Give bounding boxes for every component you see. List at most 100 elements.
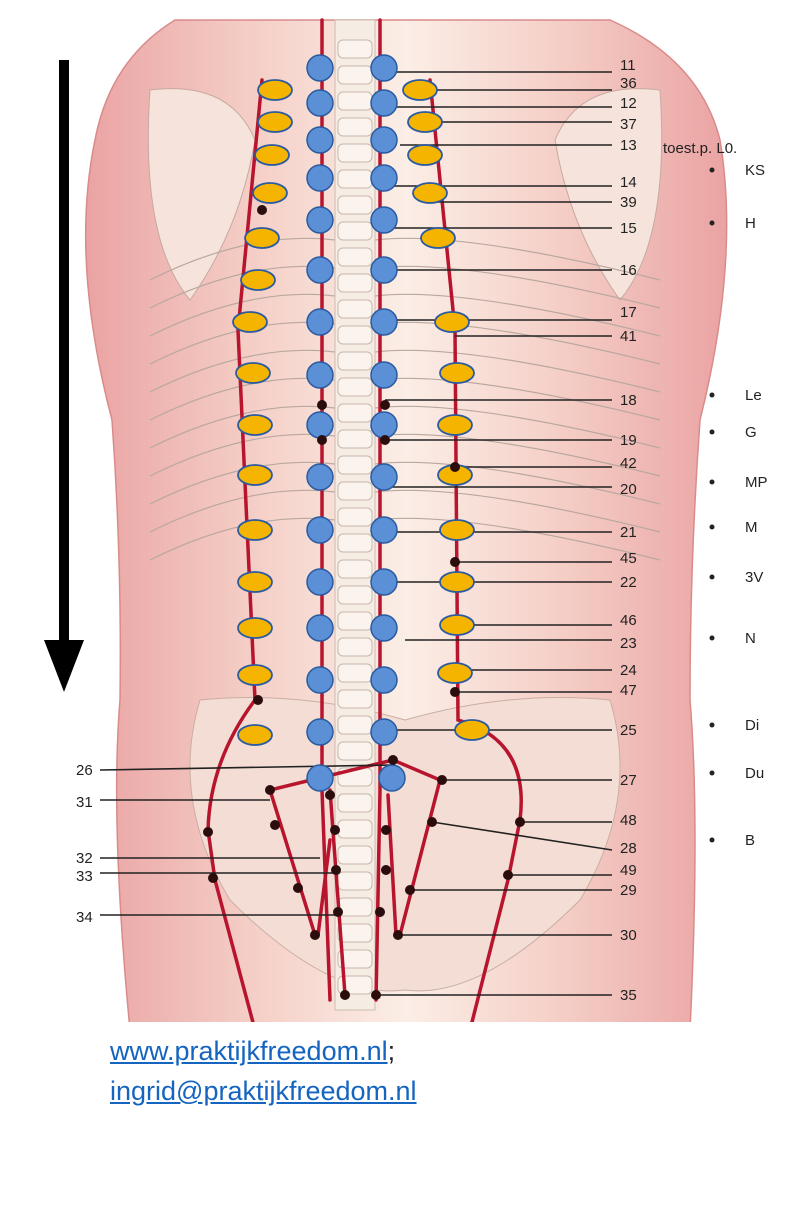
vertebra — [338, 92, 372, 110]
black-point — [265, 785, 275, 795]
black-point — [310, 930, 320, 940]
blue-point — [371, 719, 397, 745]
vertebra — [338, 456, 372, 474]
black-point — [405, 885, 415, 895]
point-label-right: 35 — [620, 987, 637, 1004]
vertebra — [338, 846, 372, 864]
legend-header: toest.p. L0. — [663, 140, 737, 157]
yellow-point — [255, 145, 289, 165]
black-point — [340, 990, 350, 1000]
legend-item: KS — [745, 162, 765, 179]
vertebra — [338, 404, 372, 422]
blue-point — [307, 667, 333, 693]
black-point — [371, 990, 381, 1000]
yellow-point — [258, 80, 292, 100]
legend-bullet — [710, 430, 715, 435]
yellow-point — [238, 520, 272, 540]
black-point — [330, 825, 340, 835]
yellow-point — [440, 520, 474, 540]
blue-point — [307, 207, 333, 233]
blue-point — [371, 55, 397, 81]
black-point — [450, 462, 460, 472]
legend-item: Le — [745, 387, 762, 404]
vertebra — [338, 352, 372, 370]
blue-point — [371, 667, 397, 693]
vertebra — [338, 690, 372, 708]
blue-point — [307, 464, 333, 490]
black-point — [375, 907, 385, 917]
yellow-point — [253, 183, 287, 203]
point-label-right: 23 — [620, 635, 637, 652]
blue-point — [371, 412, 397, 438]
yellow-point — [421, 228, 455, 248]
point-label-right: 12 — [620, 95, 637, 112]
blue-point — [371, 257, 397, 283]
point-label-right: 37 — [620, 116, 637, 133]
yellow-point — [408, 145, 442, 165]
vertebra — [338, 144, 372, 162]
blue-point — [371, 464, 397, 490]
vertebra — [338, 430, 372, 448]
blue-point — [307, 257, 333, 283]
vertebra — [338, 924, 372, 942]
black-point — [208, 873, 218, 883]
black-point — [257, 205, 267, 215]
blue-point — [371, 127, 397, 153]
blue-point — [307, 569, 333, 595]
vertebra — [338, 638, 372, 656]
yellow-point — [241, 270, 275, 290]
blue-point — [307, 517, 333, 543]
yellow-point — [403, 80, 437, 100]
vertebrae — [338, 40, 372, 994]
point-label-right: 11 — [620, 57, 636, 74]
point-label-right: 41 — [620, 328, 637, 345]
legend-bullet — [710, 575, 715, 580]
legend-item: B — [745, 832, 755, 849]
legend-bullet — [710, 771, 715, 776]
blue-point — [371, 362, 397, 388]
point-label-right: 36 — [620, 75, 637, 92]
black-point — [317, 400, 327, 410]
black-point — [203, 827, 213, 837]
blue-point — [307, 127, 333, 153]
black-point — [427, 817, 437, 827]
point-label-right: 19 — [620, 432, 637, 449]
point-label-right: 18 — [620, 392, 637, 409]
point-label-right: 47 — [620, 682, 637, 699]
yellow-point — [408, 112, 442, 132]
vertebra — [338, 586, 372, 604]
vertebra — [338, 898, 372, 916]
vertebra — [338, 118, 372, 136]
yellow-point — [238, 572, 272, 592]
vertebra — [338, 820, 372, 838]
vertebra — [338, 560, 372, 578]
black-point — [393, 930, 403, 940]
vertebra — [338, 248, 372, 266]
vertebra — [338, 170, 372, 188]
blue-point — [307, 615, 333, 641]
point-label-right: 27 — [620, 772, 637, 789]
vertebra — [338, 508, 372, 526]
website-link[interactable]: www.praktijkfreedom.nl — [110, 1036, 388, 1066]
vertebra — [338, 872, 372, 890]
vertebra — [338, 378, 372, 396]
vertebra — [338, 326, 372, 344]
point-label-right: 17 — [620, 304, 637, 321]
legend-item: N — [745, 630, 756, 647]
yellow-point — [438, 663, 472, 683]
point-label-right: 25 — [620, 722, 637, 739]
vertebra — [338, 664, 372, 682]
black-point — [437, 775, 447, 785]
vertebra — [338, 612, 372, 630]
point-label-right: 45 — [620, 550, 637, 567]
email-link[interactable]: ingrid@praktijkfreedom.nl — [110, 1076, 417, 1106]
vertebra — [338, 274, 372, 292]
point-label-right: 22 — [620, 574, 637, 591]
point-label-right: 21 — [620, 524, 637, 541]
yellow-point — [238, 618, 272, 638]
point-label-left: 31 — [76, 794, 93, 811]
black-point — [503, 870, 513, 880]
legend-item: 3V — [745, 569, 763, 586]
yellow-point — [238, 415, 272, 435]
black-point — [515, 817, 525, 827]
